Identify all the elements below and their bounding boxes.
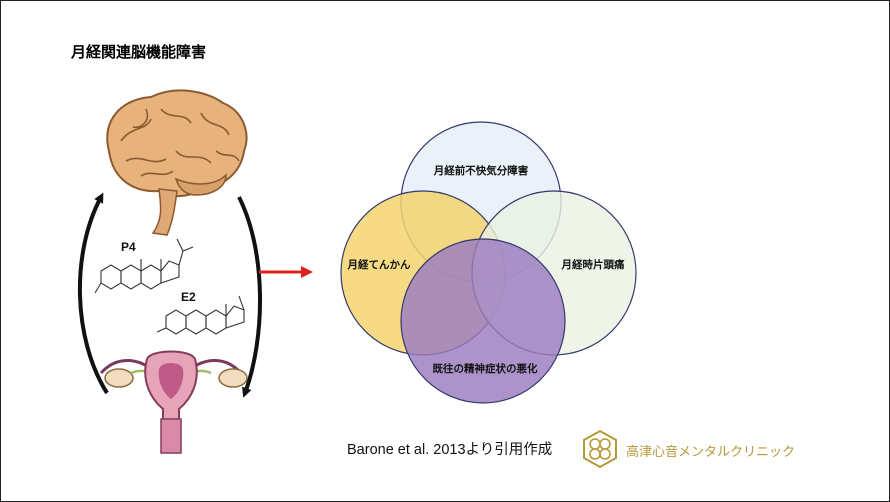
venn-label-top: 月経前不快気分障害 bbox=[433, 164, 529, 177]
venn-label-left: 月経てんかん bbox=[347, 258, 411, 271]
upward-cycle-arrow bbox=[77, 192, 109, 395]
venn-label-right: 月経時片頭痛 bbox=[561, 258, 625, 271]
clover-hexagon-logo-icon bbox=[581, 429, 619, 473]
downward-cycle-arrow bbox=[237, 196, 263, 398]
clinic-name: 高津心音メンタルクリニック bbox=[626, 445, 796, 460]
venn-diagram: 月経前不快気分障害 月経てんかん 月経時片頭痛 既往の精神症状の悪化 bbox=[340, 121, 637, 404]
page-title: 月経関連脳機能障害 bbox=[71, 43, 207, 61]
e2-structure bbox=[156, 295, 245, 335]
venn-circle-bottom bbox=[400, 238, 566, 404]
p4-label: P4 bbox=[121, 240, 136, 254]
citation: Barone et al. 2013より引用作成 bbox=[347, 442, 553, 458]
p4-structure bbox=[94, 238, 194, 294]
uterus-illustration bbox=[99, 350, 248, 454]
brain-illustration bbox=[106, 89, 248, 236]
e2-label: E2 bbox=[181, 290, 196, 304]
venn-label-bottom: 既往の精神症状の悪化 bbox=[433, 362, 538, 375]
